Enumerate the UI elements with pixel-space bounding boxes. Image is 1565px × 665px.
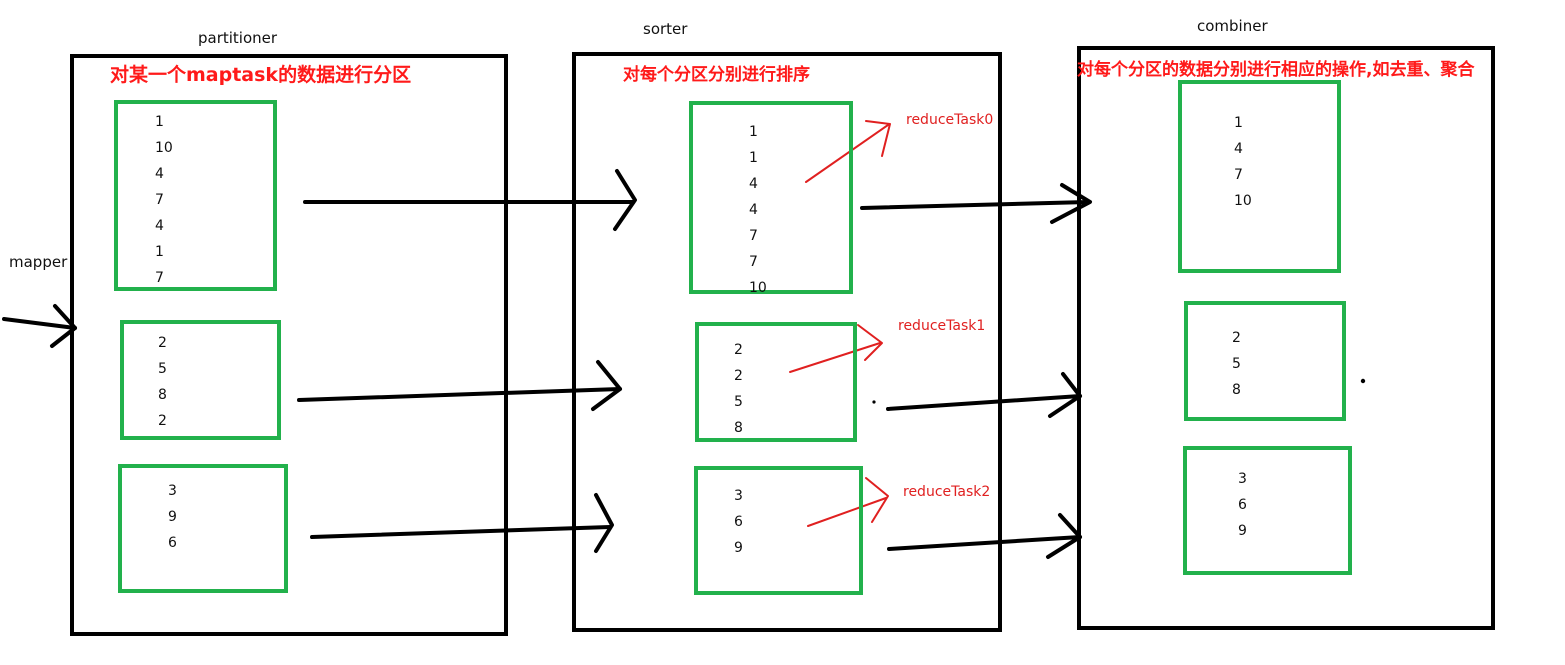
partition-values: 1 10 4 7 4 1 7	[155, 109, 173, 291]
stray-dot	[872, 400, 876, 404]
value: 10	[749, 280, 767, 296]
value: 7	[749, 228, 758, 244]
value: 8	[158, 387, 167, 403]
sorter-partition-0	[689, 101, 853, 294]
value: 7	[1234, 167, 1243, 183]
partitioner-label: partitioner	[198, 29, 278, 47]
combiner-caption: 对每个分区的数据分别进行相应的操作,如去重、聚合	[1077, 60, 1475, 80]
value: 2	[734, 368, 743, 384]
arrow-to-reducetask1	[789, 324, 883, 373]
arrow-partition0-to-sorter	[303, 169, 637, 231]
partition-values: 2 5 8 2	[158, 330, 167, 434]
value: 10	[155, 140, 173, 156]
value: 8	[734, 420, 743, 436]
partition-values: 3 9 6	[168, 478, 177, 556]
arrow-to-reducetask0	[805, 120, 891, 183]
value: 2	[734, 342, 743, 358]
partition-values: 3 6 9	[734, 483, 743, 561]
value: 9	[1238, 523, 1247, 539]
value: 10	[1234, 193, 1252, 209]
partition-values: 3 6 9	[1238, 466, 1247, 544]
value: 1	[1234, 115, 1243, 131]
partitioner-caption: 对某一个maptask的数据进行分区	[110, 64, 412, 86]
value: 2	[158, 335, 167, 351]
partition-values: 1 4 7 10	[1234, 110, 1252, 214]
value: 6	[1238, 497, 1247, 513]
combiner-stage	[1077, 46, 1495, 630]
value: 7	[155, 270, 164, 286]
value: 3	[734, 488, 743, 504]
combiner-partition-0	[1178, 80, 1341, 273]
sorter-label: sorter	[643, 20, 688, 38]
partitioner-stage	[70, 54, 508, 636]
value: 7	[155, 192, 164, 208]
partition-values: 2 2 5 8	[734, 337, 743, 441]
value: 1	[749, 150, 758, 166]
value: 7	[749, 254, 758, 270]
combiner-label: combiner	[1197, 17, 1268, 35]
partitioner-partition-1	[120, 320, 281, 440]
value: 5	[1232, 356, 1241, 372]
sorter-partition-1	[695, 322, 857, 442]
partition-values: 2 5 8	[1232, 325, 1241, 403]
reducetask-label-0: reduceTask0	[906, 112, 994, 128]
value: 8	[1232, 382, 1241, 398]
value: 1	[155, 114, 164, 130]
value: 3	[168, 483, 177, 499]
partitioner-partition-0	[114, 100, 277, 291]
value: 9	[734, 540, 743, 556]
value: 5	[158, 361, 167, 377]
value: 3	[1238, 471, 1247, 487]
mapper-label: mapper	[9, 253, 68, 271]
reducetask-label-2: reduceTask2	[903, 484, 991, 500]
sorter-caption: 对每个分区分别进行排序	[623, 65, 810, 85]
combiner-partition-1	[1184, 301, 1346, 421]
value: 5	[734, 394, 743, 410]
arrow-partition2-to-sorter	[310, 493, 614, 553]
value: 2	[1232, 330, 1241, 346]
value: 4	[155, 166, 164, 182]
sorter-partition-2	[694, 466, 863, 595]
value: 6	[168, 535, 177, 551]
stray-dot	[1360, 378, 1366, 384]
value: 4	[155, 218, 164, 234]
value: 2	[158, 413, 167, 429]
value: 1	[749, 124, 758, 140]
arrow-partition1-to-sorter	[297, 360, 622, 411]
value: 9	[168, 509, 177, 525]
sorter-stage	[572, 52, 1002, 632]
arrow-sorted0-to-combiner	[860, 183, 1092, 224]
arrow-to-reducetask2	[807, 477, 889, 527]
value: 4	[749, 202, 758, 218]
value: 4	[1234, 141, 1243, 157]
reducetask-label-1: reduceTask1	[898, 318, 986, 334]
combiner-partition-2	[1183, 446, 1352, 575]
partitioner-partition-2	[118, 464, 288, 593]
partition-values: 1 1 4 4 7 7 10	[749, 119, 767, 301]
value: 1	[155, 244, 164, 260]
value: 6	[734, 514, 743, 530]
value: 4	[749, 176, 758, 192]
arrow-mapper-to-partitioner	[2, 304, 77, 348]
